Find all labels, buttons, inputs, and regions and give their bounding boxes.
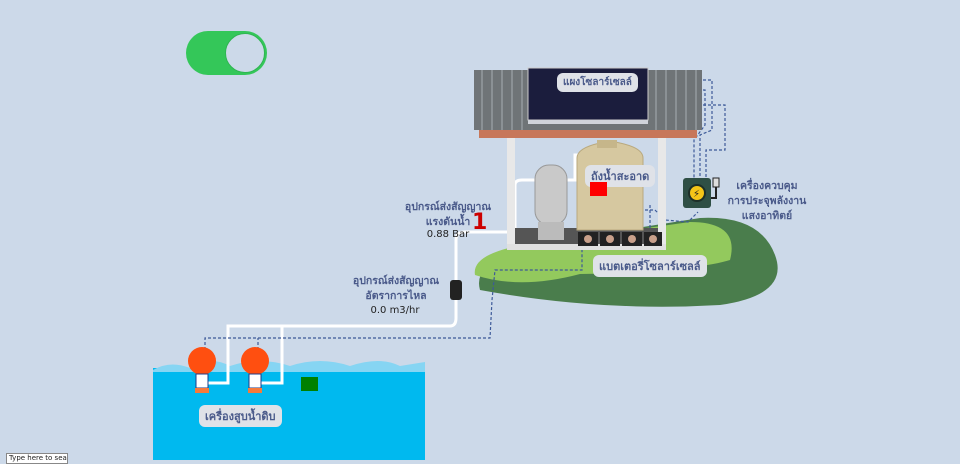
clean-water-tank-label: ถังน้ำสะอาด xyxy=(585,165,656,187)
tank-status-indicator xyxy=(590,182,607,196)
water-waves xyxy=(153,360,425,372)
flow-reading: 0.0 m3/hr xyxy=(370,305,420,316)
solar-panel-label: แผงโซลาร์เซลล์ xyxy=(557,73,638,92)
pump-1 xyxy=(188,347,216,393)
battery-label: แบตเตอรี่โซลาร์เซลล์ xyxy=(593,255,707,277)
roof-beam xyxy=(479,130,697,138)
pump-2 xyxy=(241,347,269,393)
pump-status-indicator xyxy=(301,377,318,391)
pressure-reading: 0.88 Bar xyxy=(426,229,470,240)
water-body xyxy=(153,368,425,460)
battery-bank xyxy=(578,232,662,246)
pressure-tank xyxy=(534,164,568,226)
toggle-knob[interactable] xyxy=(225,33,265,73)
pressure-indicator: 1 xyxy=(472,210,488,235)
water-pipe xyxy=(205,178,538,385)
flow-sensor xyxy=(450,280,462,300)
system-toggle[interactable] xyxy=(186,31,267,75)
charge-controller-label: เครื่องควบคุมการประจุพลังงานแสงอาทิตย์ xyxy=(727,180,807,222)
svg-text:⚡: ⚡ xyxy=(693,189,700,200)
flow-sensor-label: อุปกรณ์ส่งสัญญาณอัตราการไหล xyxy=(352,275,440,302)
raw-water-pump-label: เครื่องสูบน้ำดิบ xyxy=(199,405,282,427)
water-pipe-2 xyxy=(260,326,284,385)
taskbar-search-input[interactable]: Type here to search xyxy=(6,453,68,464)
pressure-sensor-label: อุปกรณ์ส่งสัญญาณแรงดันน้ำ xyxy=(404,201,492,228)
